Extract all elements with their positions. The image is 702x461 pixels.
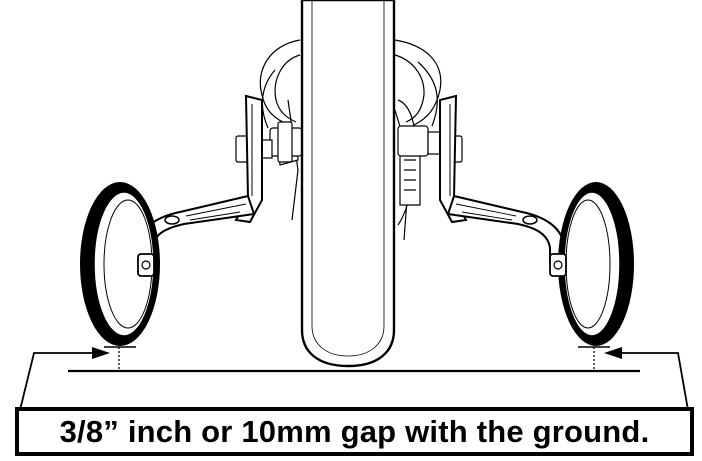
training-wheel-left (80, 94, 263, 346)
gap-arrow-left (19, 347, 110, 411)
caption-text: 3/8” inch or 10mm gap with the ground. (59, 413, 650, 449)
gap-marker-left (104, 346, 136, 370)
gap-arrow-right (604, 347, 689, 411)
training-wheel-right (439, 94, 634, 346)
caption-box: 3/8” inch or 10mm gap with the ground. (15, 407, 694, 456)
bike-frame-sketch (235, 39, 463, 241)
gap-marker-right (578, 346, 610, 370)
rear-tire (300, 0, 396, 368)
